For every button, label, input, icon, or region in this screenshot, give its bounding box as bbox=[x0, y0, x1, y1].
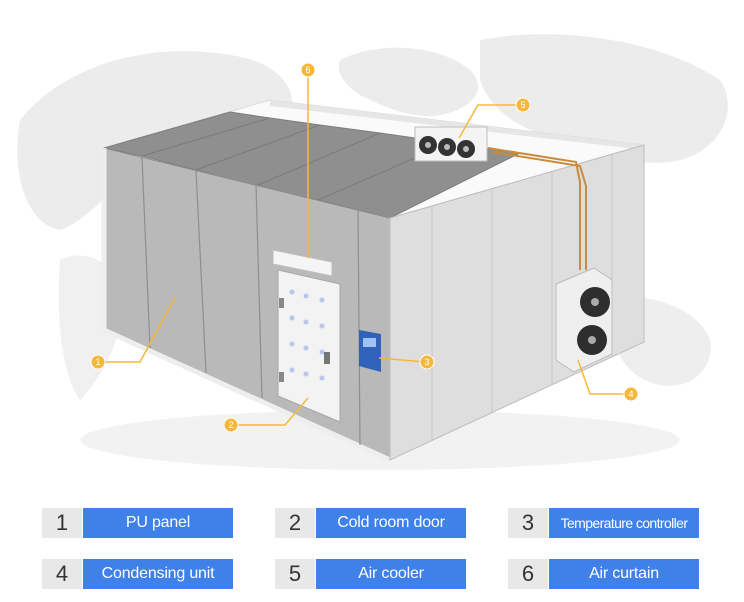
svg-text:6: 6 bbox=[305, 65, 310, 75]
legend-label: Air curtain bbox=[549, 559, 699, 589]
controller-icon bbox=[359, 330, 381, 372]
roof-panels bbox=[103, 111, 522, 219]
svg-text:3: 3 bbox=[424, 357, 429, 367]
svg-text:2: 2 bbox=[228, 420, 233, 430]
fan-icon bbox=[577, 325, 607, 355]
callout-3: 3 bbox=[419, 354, 435, 370]
door-hinge-top bbox=[279, 298, 284, 308]
legend-label: Cold room door bbox=[316, 508, 466, 538]
front-wall-trim bbox=[101, 148, 392, 463]
legend-number: 1 bbox=[42, 508, 82, 538]
fan-icon bbox=[457, 140, 475, 158]
air-cooler-unit bbox=[414, 126, 488, 162]
legend-number: 3 bbox=[508, 508, 548, 538]
callout-4: 4 bbox=[623, 386, 639, 402]
legend-label: PU panel bbox=[83, 508, 233, 538]
legend-number: 2 bbox=[275, 508, 315, 538]
legend-row-1: 1 PU panel 2 Cold room door 3 Temperatur… bbox=[0, 508, 744, 542]
fan-icon bbox=[438, 138, 456, 156]
legend-row-2: 4 Condensing unit 5 Air cooler 6 Air cur… bbox=[0, 559, 744, 593]
condensing-unit bbox=[555, 267, 613, 373]
front-panel-seams bbox=[141, 156, 361, 446]
door-hinge-bottom bbox=[279, 372, 284, 382]
legend-number: 5 bbox=[275, 559, 315, 589]
room-inner-wall bbox=[270, 100, 644, 150]
legend-label: Temperature controller bbox=[549, 508, 699, 538]
legend-label: Air cooler bbox=[316, 559, 466, 589]
legend-label: Condensing unit bbox=[83, 559, 233, 589]
svg-text:4: 4 bbox=[628, 389, 633, 399]
legend-number: 6 bbox=[508, 559, 548, 589]
refrigerant-pipes bbox=[487, 147, 587, 270]
cold-room-illustration: 1 2 3 4 5 6 bbox=[17, 34, 728, 470]
air-curtain bbox=[272, 249, 333, 277]
svg-text:5: 5 bbox=[520, 100, 525, 110]
svg-text:1: 1 bbox=[95, 357, 100, 367]
callout-5: 5 bbox=[515, 97, 531, 113]
cold-room-door bbox=[277, 269, 341, 423]
fan-icon bbox=[419, 136, 437, 154]
callout-lines bbox=[101, 70, 628, 426]
callout-2: 2 bbox=[223, 417, 239, 433]
door-handle-icon bbox=[324, 352, 330, 364]
legend-number: 4 bbox=[42, 559, 82, 589]
fan-icon bbox=[580, 287, 610, 317]
callout-6: 6 bbox=[300, 62, 316, 78]
callout-1: 1 bbox=[90, 354, 106, 370]
